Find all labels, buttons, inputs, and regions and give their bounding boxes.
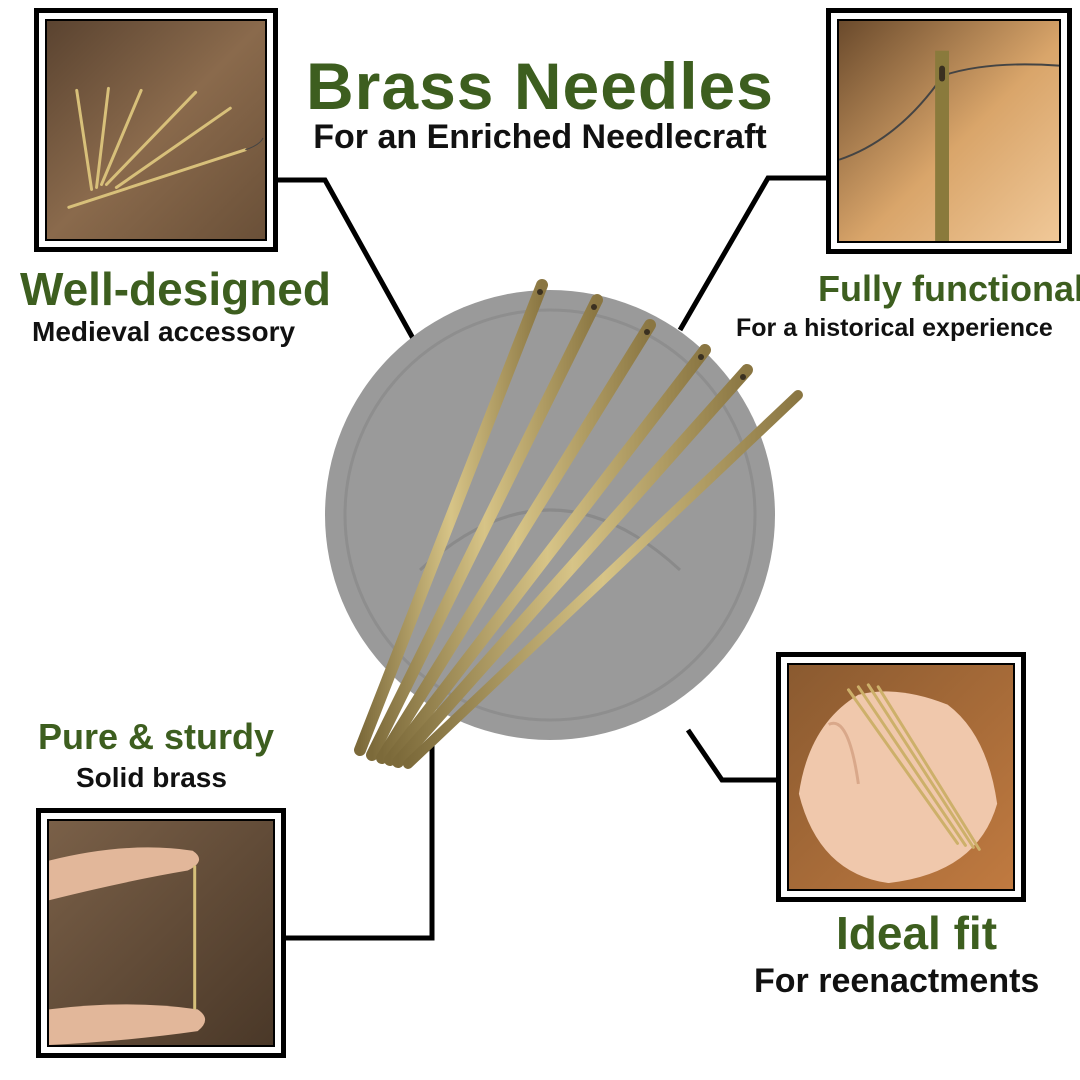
- feature-heading-well-designed: Well-designed: [20, 263, 331, 315]
- feature-caption-reenactments: For reenactments: [754, 962, 1040, 1000]
- photo-frame-bottom-left: [36, 808, 286, 1058]
- feature-caption-historical-experience: For a historical experience: [736, 314, 1053, 342]
- photo-frame-top-right: [826, 8, 1072, 254]
- brass-needles-fan-photo: [325, 279, 803, 769]
- feature-caption-medieval-accessory: Medieval accessory: [32, 316, 296, 347]
- feature-caption-solid-brass: Solid brass: [76, 762, 227, 793]
- threaded-needle-eye-photo: [837, 19, 1061, 243]
- feature-heading-ideal-fit: Ideal fit: [836, 907, 998, 959]
- page-subtitle: For an Enriched Needlecraft: [313, 118, 767, 156]
- feature-heading-pure-sturdy: Pure & sturdy: [38, 716, 275, 757]
- needle-set-on-cloth-photo: [45, 19, 267, 241]
- needles-in-palm-photo: [787, 663, 1015, 891]
- needle-between-fingers-photo: [47, 819, 275, 1047]
- feature-heading-fully-functional: Fully functional: [818, 268, 1080, 309]
- page-title: Brass Needles: [306, 49, 774, 123]
- photo-frame-bottom-right: [776, 652, 1026, 902]
- photo-frame-top-left: [34, 8, 278, 252]
